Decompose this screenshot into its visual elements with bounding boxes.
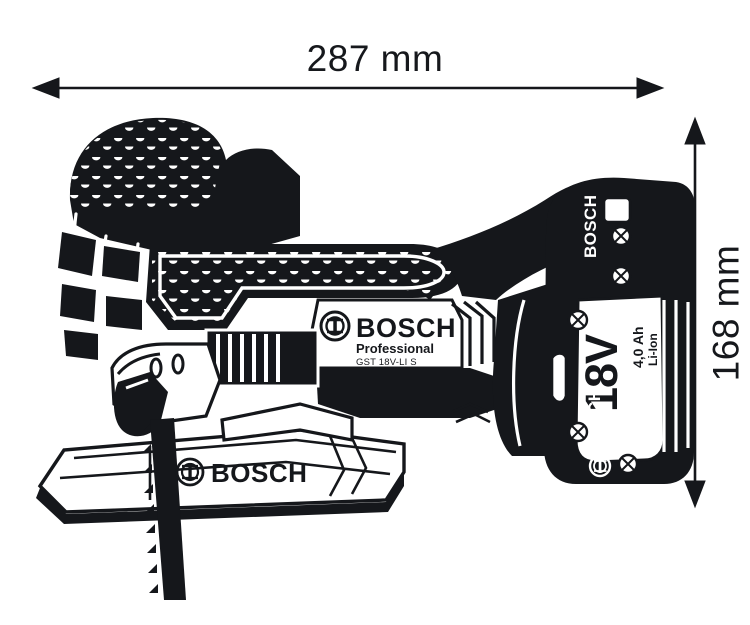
battery-neck-highlight [512,299,526,447]
battery-release-recess [550,352,568,404]
baseplate-nameplate: BOSCH [175,457,307,488]
jigsaw-body [36,117,696,600]
battery-chemistry-text: Li-Ion [646,333,660,366]
body-model-text: GST 18V-LI S [356,357,417,368]
housing-fins [451,300,496,366]
blade-clamp-details [116,352,185,379]
body-brand-text: BOSCH [356,313,456,343]
saw-blade [150,418,186,600]
jigsaw-base-plate [37,428,406,514]
motor-housing-ribs [58,232,142,360]
shoe-riser [220,402,354,442]
battery-latch [602,196,632,224]
saw-blade-teeth [141,424,158,593]
battery-neck [492,284,548,456]
width-dimension-label: 287 mm [306,38,444,79]
blade-clamp-lever-highlight [125,378,149,390]
bosch-logo-icon-body [319,310,351,342]
battery-voltage-text: 18V [576,334,627,412]
battery-brand-top-text: BOSCH [581,195,600,258]
ventilation-grille [204,328,320,388]
battery-screw-slots [571,229,635,471]
bosch-logo-icon-battery [588,454,612,478]
baseplate-brand-text: BOSCH [211,458,307,488]
battery-capacity-text: 4,0 Ah [630,327,646,369]
bosch-logo-icon-baseplate [175,457,205,487]
strain-relief [451,402,491,424]
body-tier-text: Professional [356,341,434,356]
ventilation-grille-bars [216,334,280,382]
jigsaw-rear-arm [430,182,586,300]
battery-brand-bottom-text: BOSCH [585,389,604,452]
base-plate-edge [36,474,404,524]
battery-ribs [662,300,690,452]
jigsaw-lower-housing [316,368,512,418]
battery-markings: 18V 4,0 Ah Li-Ion BOSCH BOSCH [576,195,660,478]
width-dimension-line [31,77,665,99]
body-nameplate: BOSCH Professional GST 18V-LI S [319,310,456,368]
grip-band-outline [158,254,446,320]
